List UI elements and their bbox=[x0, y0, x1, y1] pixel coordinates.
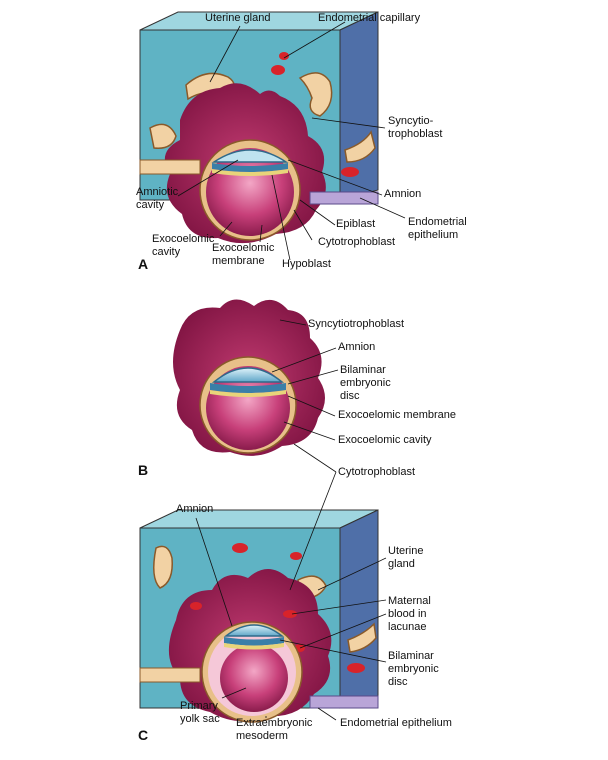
label-a-exocoelomic-membrane: Exocoelomic membrane bbox=[212, 242, 275, 267]
epiblast-a bbox=[212, 163, 288, 172]
label-c-amnion: Amnion bbox=[176, 503, 214, 515]
panel-a bbox=[139, 11, 379, 244]
epiblast-c bbox=[224, 637, 284, 646]
label-c-maternal-blood: Maternal blood in lacunae bbox=[388, 595, 431, 633]
hypoblast-c bbox=[224, 643, 284, 650]
label-a-syncytiotrophoblast: Syncytio- trophoblast bbox=[388, 115, 443, 140]
panel-letter-b: B bbox=[138, 462, 149, 478]
endometrial-epithelium-a bbox=[139, 159, 201, 175]
label-a-amniotic-cavity: Amniotic cavity bbox=[136, 186, 179, 211]
label-c-endometrial-epithelium: Endometrial epithelium bbox=[340, 717, 452, 729]
endometrium-side-c bbox=[339, 509, 379, 709]
capillary-a1 bbox=[271, 65, 285, 75]
uterine-gland-a3 bbox=[298, 72, 333, 117]
capillary-c3 bbox=[347, 663, 365, 673]
label-c-bilaminar-disc: Bilaminar embryonic disc bbox=[388, 650, 439, 688]
panel-b bbox=[173, 299, 325, 456]
capillary-c2 bbox=[290, 552, 302, 560]
amnion-c bbox=[223, 624, 285, 637]
label-a-exocoelomic-cavity: Exocoelomic cavity bbox=[152, 233, 215, 258]
panel-letter-a: A bbox=[138, 256, 149, 272]
panel-c bbox=[139, 509, 379, 723]
uterine-gland-c3 bbox=[347, 622, 377, 653]
label-b-amnion: Amnion bbox=[338, 341, 376, 353]
capillary-c1 bbox=[232, 543, 248, 553]
label-b-exocoelomic-cavity: Exocoelomic cavity bbox=[338, 434, 432, 446]
epiblast-b bbox=[210, 383, 286, 393]
label-b-bilaminar-disc: Bilaminar embryonic disc bbox=[340, 364, 391, 402]
label-a-epiblast: Epiblast bbox=[336, 218, 376, 230]
label-c-primary-yolk-sac: Primary yolk sac bbox=[180, 700, 220, 725]
label-b-exocoelomic-membrane: Exocoelomic membrane bbox=[338, 409, 456, 421]
label-a-endometrial-capillary: Endometrial capillary bbox=[318, 12, 421, 24]
hypoblast-a bbox=[212, 169, 288, 176]
lacuna-c2 bbox=[283, 610, 297, 618]
label-a-cytotrophoblast: Cytotrophoblast bbox=[318, 236, 396, 248]
label-b-syncytiotrophoblast: Syncytiotrophoblast bbox=[308, 318, 404, 330]
label-b-cytotrophoblast: Cytotrophoblast bbox=[338, 466, 416, 478]
hypoblast-b bbox=[210, 390, 286, 397]
capillary-a3 bbox=[341, 167, 359, 177]
lacuna-c1 bbox=[190, 602, 202, 610]
uterine-gland-a4 bbox=[344, 130, 376, 163]
amnion-a bbox=[211, 149, 289, 163]
label-a-amnion: Amnion bbox=[384, 188, 422, 200]
label-a-uterine-gland: Uterine gland bbox=[205, 12, 271, 24]
label-a-endometrial-epithelium: Endometrial epithelium bbox=[408, 216, 467, 241]
uterine-gland-a2 bbox=[149, 123, 177, 149]
capillary-a2 bbox=[279, 52, 289, 60]
uterine-gland-c1 bbox=[153, 545, 173, 589]
amnion-b bbox=[211, 367, 285, 383]
primary-yolk-sac-c bbox=[220, 644, 288, 712]
panel-letter-c: C bbox=[138, 727, 149, 743]
endometrial-epithelium-a2 bbox=[309, 191, 379, 205]
label-c-uterine-gland: Uterine gland bbox=[388, 545, 424, 570]
leader-lines bbox=[177, 21, 406, 721]
label-a-hypoblast: Hypoblast bbox=[282, 258, 331, 270]
endometrial-epithelium-c2 bbox=[309, 695, 379, 709]
endometrial-epithelium-c bbox=[139, 667, 201, 683]
label-c-extraembryonic-mesoderm: Extraembryonic mesoderm bbox=[236, 717, 313, 742]
